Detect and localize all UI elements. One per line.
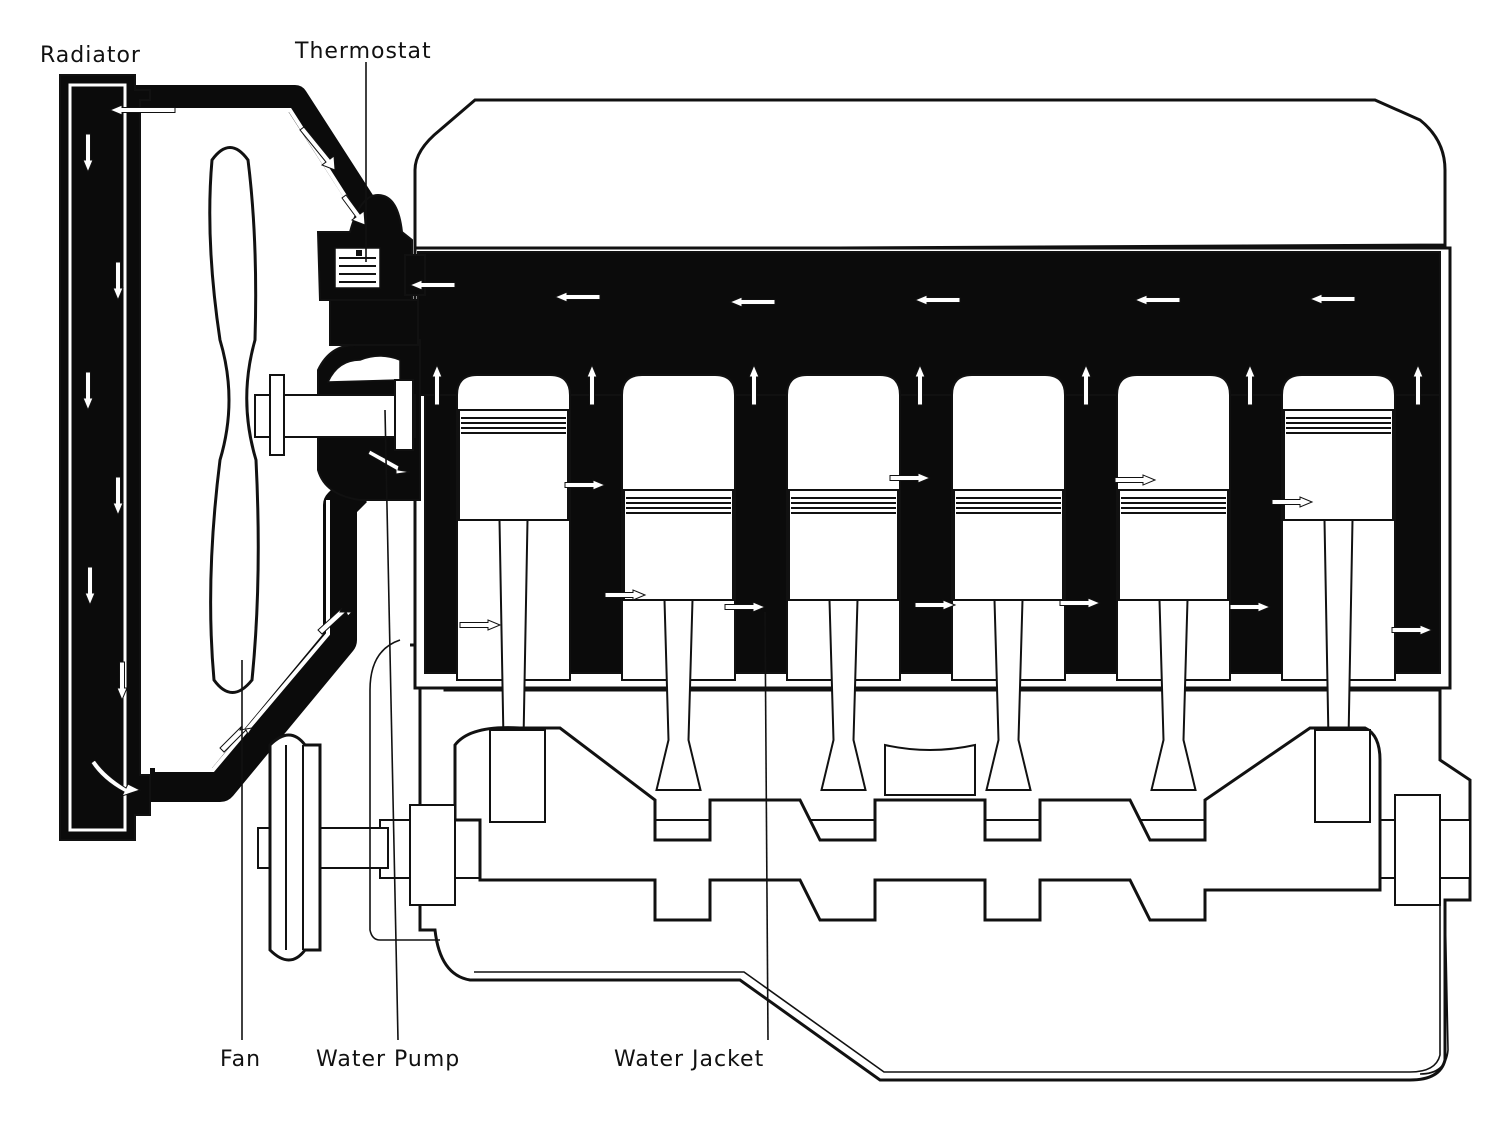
cylinder xyxy=(786,374,901,791)
flow-arrow xyxy=(116,661,128,702)
water-pump-label: Water Pump xyxy=(316,1047,460,1072)
piston xyxy=(1118,489,1229,601)
radiator xyxy=(59,74,151,841)
pulley-body xyxy=(268,733,322,962)
fan-blade xyxy=(208,146,260,694)
flow-arrow xyxy=(724,601,767,613)
flow-arrow xyxy=(112,476,124,517)
connecting-rod xyxy=(1150,599,1197,791)
flow-arrow xyxy=(408,279,456,291)
pump-bearing xyxy=(394,379,414,451)
flow-arrow xyxy=(913,294,961,306)
flow-arrow xyxy=(1308,293,1356,305)
flow-arrow xyxy=(1412,363,1424,406)
flow-arrow xyxy=(1391,624,1434,636)
oil-pan-inner-line xyxy=(474,900,1441,1073)
rear-bearing xyxy=(1394,794,1441,906)
flow-arrow xyxy=(82,371,94,412)
flow-arrow xyxy=(604,589,647,601)
flow-arrow xyxy=(84,566,96,607)
connecting-rod xyxy=(985,599,1032,791)
radiator-core xyxy=(59,74,151,841)
cylinders xyxy=(456,374,1396,791)
flow-arrow xyxy=(1059,597,1102,609)
thermostat-housing xyxy=(316,193,426,301)
flow-arrow xyxy=(553,291,601,303)
center-main-cap xyxy=(884,743,976,796)
jacket-pocket xyxy=(734,394,788,674)
flow-arrow xyxy=(90,759,142,797)
cylinder xyxy=(951,374,1066,791)
cylinder-head xyxy=(413,98,1447,252)
upper-hose-inner xyxy=(125,108,370,234)
flow-arrow xyxy=(728,296,776,308)
jacket-pocket xyxy=(899,394,953,674)
piston xyxy=(623,489,734,601)
crank-web xyxy=(453,726,1382,922)
flow-arrow xyxy=(82,133,94,174)
flow-arrow xyxy=(586,363,598,406)
flow-arrow xyxy=(341,194,366,226)
thermostat-label: Thermostat xyxy=(294,39,432,64)
coolant-hoses xyxy=(120,85,391,802)
pump-outlet xyxy=(329,299,419,346)
upper-coolant-gallery xyxy=(417,251,1441,396)
water-pump-leader xyxy=(384,409,399,1041)
jacket-pocket xyxy=(569,394,623,674)
piston xyxy=(458,409,569,521)
rear-drain-pipe xyxy=(1419,899,1449,1075)
flow-arrow xyxy=(1229,601,1272,613)
upper-hose xyxy=(120,85,391,238)
radiator-label: Radiator xyxy=(40,43,141,68)
flow-arrow xyxy=(914,599,957,611)
flow-arrow xyxy=(459,619,502,631)
jacket-pocket xyxy=(1229,394,1283,674)
cylinder xyxy=(621,374,736,791)
crankpin xyxy=(1314,729,1371,823)
cylinder xyxy=(1281,374,1396,791)
front-bearing xyxy=(409,804,456,906)
flow-arrow xyxy=(108,104,176,116)
flow-arrow xyxy=(112,261,124,302)
flow-arrow xyxy=(914,363,926,406)
connecting-rod xyxy=(655,599,702,791)
radiator-inner-outline xyxy=(68,83,127,832)
flow-arrow xyxy=(1080,363,1092,406)
flow-arrow xyxy=(1133,294,1181,306)
flow-arrow xyxy=(431,363,443,406)
flow-arrow xyxy=(564,479,607,491)
flow-arrows xyxy=(82,104,1434,797)
pump-hub xyxy=(269,374,285,456)
piston xyxy=(788,489,899,601)
flow-arrow xyxy=(1244,363,1256,406)
flow-arrow xyxy=(367,449,411,475)
water-jacket-label: Water Jacket xyxy=(614,1047,764,1072)
crank-pulley xyxy=(257,733,389,962)
jacket-pocket xyxy=(1064,394,1118,674)
water-pump xyxy=(254,299,421,501)
water-jacket-leader xyxy=(764,611,769,1041)
lower-hose xyxy=(150,477,368,802)
flow-arrow xyxy=(317,607,354,635)
flow-arrow xyxy=(748,363,760,406)
piston xyxy=(953,489,1064,601)
cylinder xyxy=(1116,374,1231,791)
thermostat-valve xyxy=(356,250,362,256)
crankpin xyxy=(489,729,546,823)
bypass-pipe xyxy=(369,639,440,941)
flow-arrow xyxy=(889,472,932,484)
lower-hose-inner xyxy=(155,500,330,772)
fan xyxy=(208,146,260,694)
water-pump-volute xyxy=(326,355,401,383)
connecting-rod xyxy=(820,599,867,791)
fan-label: Fan xyxy=(220,1047,261,1072)
water-jacket-pockets xyxy=(424,394,1441,674)
flow-arrow xyxy=(1114,474,1157,486)
flow-arrow xyxy=(299,126,336,171)
flow-arrow xyxy=(219,725,254,753)
flow-arrow xyxy=(1271,496,1314,508)
jacket-pocket xyxy=(424,394,458,674)
